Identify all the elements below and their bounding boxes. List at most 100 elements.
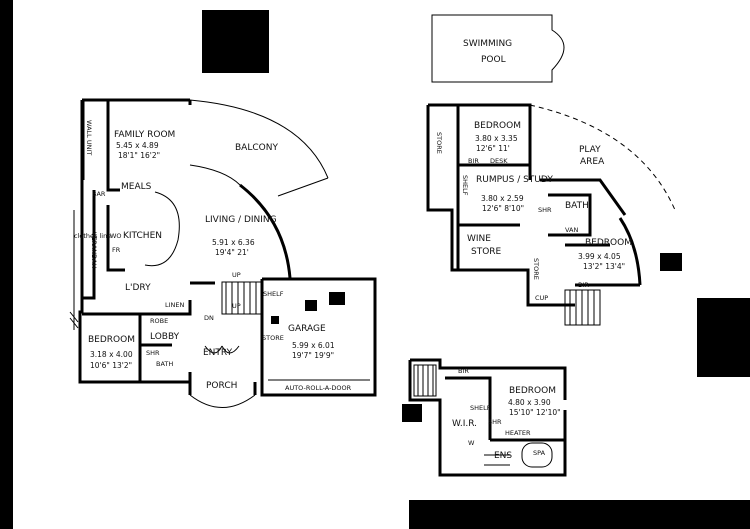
label-store-vertical: STORE [435, 132, 443, 154]
label-bir-top: BIR [458, 367, 469, 375]
label-balcony: BALCONY [235, 143, 278, 153]
garage-wall [260, 277, 377, 397]
balcony-inner-arc [189, 164, 241, 186]
lobby-wall [82, 300, 192, 316]
label-up-2: UP [232, 302, 241, 310]
stair-treads [225, 282, 257, 314]
label-shr-top: SHR [488, 418, 502, 426]
upper-outer-wall [426, 105, 575, 307]
label-shr-ground: SHR [146, 349, 160, 357]
label-shelf-vertical: SHELF [461, 175, 469, 196]
label-store-wine: STORE [471, 247, 502, 257]
label-bir-1: BIR [468, 157, 479, 165]
label-vanity: VAN [565, 226, 578, 234]
label-verandah: VERANDAH [90, 232, 98, 268]
bathtub [521, 442, 553, 468]
label-bir-2: BIR [578, 281, 589, 289]
label-bedroom-upper-1: BEDROOM [474, 121, 521, 131]
bar-wall [82, 190, 96, 300]
porch-wall [188, 382, 257, 395]
dim-living-m: 5.91 x 6.36 [212, 238, 255, 247]
dim-bedroom-ground-ft: 10'6" 13'2" [90, 361, 132, 370]
bath-top-wall [540, 178, 627, 216]
bedroom2-arc [618, 217, 642, 286]
balcony-edge [277, 177, 329, 197]
dim-garage-ft: 19'7" 19'9" [292, 351, 334, 360]
label-desk: DESK [490, 157, 508, 165]
label-spa: SPA [533, 449, 546, 457]
label-wo: WO [110, 232, 122, 240]
dim-bedroom-upper-2-m: 3.99 x 4.05 [578, 252, 621, 261]
bedroom2-walls [565, 243, 640, 287]
label-wine: WINE [467, 234, 491, 244]
ens-vanity [484, 454, 510, 466]
label-bath-upper: BATH [565, 201, 589, 211]
verandah-edge [69, 210, 79, 330]
label-up-1: UP [232, 271, 241, 279]
label-area: AREA [580, 157, 605, 167]
black-block-garage-3 [271, 316, 279, 324]
label-store-vertical-2: STORE [532, 258, 540, 280]
label-ens: ENS [494, 451, 512, 461]
balcony-outer-arc [189, 99, 329, 179]
living-arc-wall [239, 183, 292, 279]
label-living-dining: LIVING / DINING [205, 215, 277, 225]
label-wir: W.I.R. [452, 419, 477, 429]
label-porch: PORCH [206, 381, 237, 391]
dim-living-ft: 19'4" 21' [215, 248, 249, 257]
label-meals: MEALS [121, 182, 152, 192]
dim-bedroom-top-m: 4.80 x 3.90 [508, 398, 551, 407]
label-store-ground: STORE [262, 334, 284, 342]
black-block-top [202, 10, 269, 73]
ground-floor-plan: FAMILY ROOM 5.45 x 4.89 18'1" 16'2" BALC… [69, 98, 377, 408]
dim-bedroom-ground-m: 3.18 x 4.00 [90, 350, 133, 359]
label-linen: LINEN [165, 301, 185, 309]
label-w-top: W [468, 439, 475, 447]
label-fr: FR [112, 246, 121, 254]
top-stair [413, 364, 437, 397]
wir-wall [445, 376, 492, 440]
bath-wall [548, 193, 592, 237]
black-block-small-right [660, 253, 682, 271]
label-swimming: SWIMMING [463, 39, 512, 49]
black-block-garage-1 [305, 300, 317, 311]
label-bath-ground: BATH [156, 360, 173, 368]
dim-bedroom-upper-1-ft: 12'6" 11' [476, 144, 510, 153]
black-block-right [697, 298, 750, 377]
label-family-room: FAMILY ROOM [114, 130, 175, 140]
top-floor-outer-wall [408, 358, 567, 477]
label-bedroom-top: BEDROOM [509, 386, 556, 396]
label-wall-unit: WALL UNIT [85, 120, 93, 155]
black-block-small-left [402, 404, 422, 422]
porch-arc [189, 394, 256, 408]
family-room-wall [106, 100, 120, 192]
label-dn: DN [204, 314, 214, 322]
kitchen-island [144, 191, 180, 267]
dim-garage-m: 5.99 x 6.01 [292, 341, 335, 350]
dim-rumpus-m: 3.80 x 2.59 [481, 194, 524, 203]
dim-family-room-ft: 18'1" 16'2" [118, 151, 160, 160]
ground-outer-wall [78, 98, 192, 384]
dim-rumpus-ft: 12'6" 8'10" [482, 204, 524, 213]
dim-family-room-m: 5.45 x 4.89 [116, 141, 159, 150]
black-block-bottom [409, 500, 750, 529]
label-garage-door: AUTO-ROLL-A-DOOR [285, 384, 352, 392]
label-shr-upper: SHR [538, 206, 552, 214]
label-lobby: LOBBY [150, 332, 180, 342]
label-clothes-line: clothes line [74, 232, 111, 240]
label-l-dry: L'DRY [125, 283, 151, 293]
label-entry: ENTRY [203, 348, 233, 358]
label-kitchen: KITCHEN [123, 231, 162, 241]
upper-stair-treads [569, 290, 595, 325]
play-area-dashed-arc [529, 104, 676, 211]
top-floor-plan: BIR BEDROOM 4.80 x 3.90 15'10" 12'10" SH… [408, 358, 567, 477]
dim-bedroom-upper-2-ft: 13'2" 13'4" [583, 262, 625, 271]
label-heater: HEATER [505, 429, 531, 437]
black-block-garage-2 [329, 292, 345, 305]
swimming-pool-outline [431, 14, 565, 83]
label-bar: BAR [92, 190, 106, 198]
label-cup: CUP [535, 294, 548, 302]
label-garage: GARAGE [288, 324, 326, 334]
